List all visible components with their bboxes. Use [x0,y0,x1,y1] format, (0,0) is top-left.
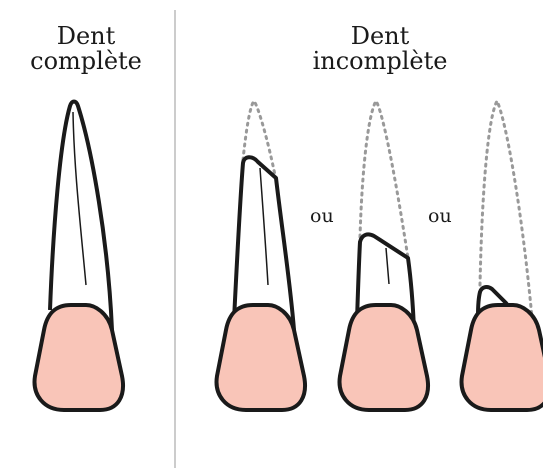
complete-tooth-crown [35,305,123,410]
incomplete-tooth-2 [340,101,428,410]
incomplete-tooth-2-crown [340,305,428,410]
incomplete-tooth-1-crown [217,305,305,410]
incomplete-tooth-1 [217,101,305,410]
complete-tooth [35,102,123,411]
incomplete-tooth-3 [462,101,543,410]
incomplete-tooth-3-crown [462,305,543,410]
complete-tooth-root [50,102,112,331]
